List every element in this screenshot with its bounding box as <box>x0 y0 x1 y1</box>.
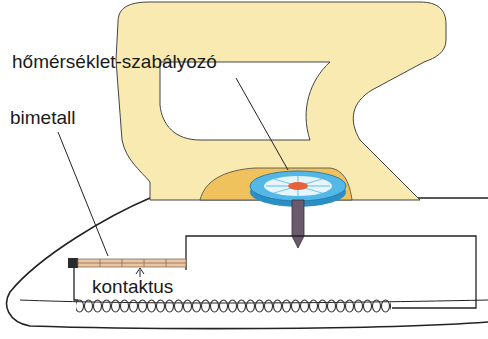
part-label: hőmérséklet-szabályozó <box>10 52 219 73</box>
adjusting-screw <box>292 200 304 248</box>
regulator-base <box>200 168 352 200</box>
iron-handle <box>116 2 446 200</box>
leader-line <box>236 78 288 170</box>
bimetal-layers <box>78 259 186 267</box>
wire <box>74 266 78 300</box>
heating-coil <box>76 298 391 314</box>
leader-line <box>58 132 108 256</box>
handle-opening <box>160 62 330 140</box>
wire <box>186 236 476 308</box>
bimetal-strip <box>78 259 186 267</box>
contact-block <box>68 258 78 268</box>
part-label: bimetall <box>8 108 77 129</box>
part-label: kontaktus <box>90 277 175 298</box>
iron-body <box>7 198 488 329</box>
